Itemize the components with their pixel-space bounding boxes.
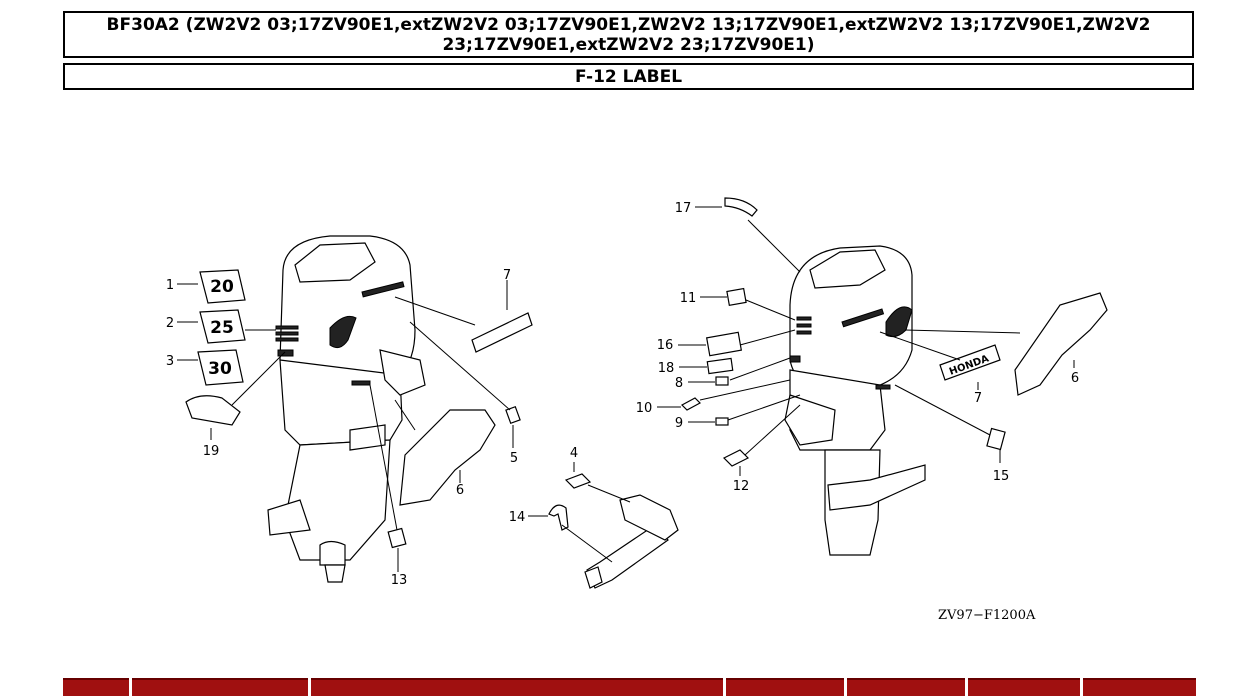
left-outboard-motor — [267, 235, 426, 583]
decal-9 — [715, 417, 729, 426]
decal-16 — [705, 331, 743, 357]
callout-14: 14 — [509, 510, 526, 525]
callout-11: 11 — [680, 291, 697, 306]
section-title: F-12 LABEL — [574, 66, 683, 87]
parts-table-header — [63, 678, 1196, 696]
callout-15: 15 — [993, 469, 1010, 484]
decal-honda-left — [471, 312, 533, 353]
callout-3: 3 — [166, 354, 174, 369]
svg-text:30: 30 — [208, 359, 232, 379]
decal-6-left — [399, 409, 496, 506]
decal-4 — [564, 473, 592, 489]
table-header-cell — [726, 678, 844, 696]
decal-honda-right: HONDA — [939, 344, 1001, 381]
right-outboard-motor — [784, 245, 926, 556]
tiller-handle — [584, 494, 679, 589]
table-header-cell — [1083, 678, 1196, 696]
section-title-box: F-12 LABEL — [63, 63, 1194, 90]
decal-13 — [387, 527, 407, 549]
callout-1: 1 — [166, 278, 174, 293]
callout-8: 8 — [675, 376, 683, 391]
diagram-title-box: BF30A2 (ZW2V2 03;17ZV90E1,extZW2V2 03;17… — [63, 11, 1194, 58]
callout-12: 12 — [733, 479, 750, 494]
decal-8 — [715, 376, 729, 386]
callout-13: 13 — [391, 573, 408, 588]
callout-9: 9 — [675, 416, 683, 431]
callout-17: 17 — [675, 201, 692, 216]
diagram-reference-code: ZV97−F1200A — [938, 608, 1036, 623]
callout-5: 5 — [510, 451, 518, 466]
decal-17 — [724, 197, 758, 217]
callout-7-left: 7 — [503, 268, 511, 283]
decal-5 — [505, 405, 521, 425]
decal-25: 25 — [199, 309, 246, 344]
decal-11 — [726, 287, 747, 306]
callout-19: 19 — [203, 444, 220, 459]
callout-6-right: 6 — [1071, 371, 1079, 386]
table-header-cell — [132, 678, 308, 696]
clip-14 — [548, 504, 569, 531]
decal-15 — [986, 427, 1006, 451]
decal-19 — [185, 395, 241, 426]
table-header-cell — [63, 678, 129, 696]
callout-7-right: 7 — [974, 391, 982, 406]
decal-20: 20 — [199, 269, 246, 304]
callout-18: 18 — [658, 361, 675, 376]
svg-text:25: 25 — [210, 318, 234, 338]
decal-18 — [706, 357, 734, 375]
table-header-cell — [311, 678, 723, 696]
callout-2: 2 — [166, 316, 174, 331]
decal-30: 30 — [197, 349, 244, 386]
table-header-cell — [968, 678, 1080, 696]
callout-16: 16 — [657, 338, 674, 353]
parts-diagram: 20 25 30 — [166, 197, 1108, 623]
callout-6-left: 6 — [456, 483, 464, 498]
callout-10: 10 — [636, 401, 653, 416]
diagram-title: BF30A2 (ZW2V2 03;17ZV90E1,extZW2V2 03;17… — [106, 14, 1151, 55]
decal-10 — [681, 397, 701, 411]
decal-6-right — [1014, 292, 1108, 396]
table-header-cell — [847, 678, 965, 696]
decal-12 — [722, 449, 750, 467]
callout-4: 4 — [570, 446, 578, 461]
svg-text:20: 20 — [210, 277, 234, 297]
